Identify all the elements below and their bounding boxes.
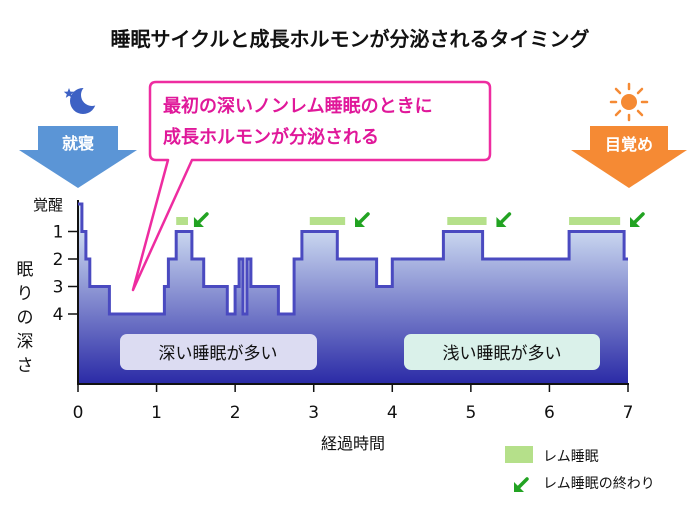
x-ticks: 0 1 2 3 4 5 6 7 [73,384,634,423]
light-sleep-label: 浅い睡眠が多い [443,344,562,364]
deep-sleep-box [120,334,317,370]
light-sleep-box [404,334,600,370]
rem-end-markers [193,212,645,227]
wake-arrow [571,126,687,188]
rem-end-arrow-icon [355,212,370,227]
star-icon [63,88,75,98]
x-tick-label: 1 [151,403,162,423]
x-tick-label: 6 [544,403,555,423]
chart-title: 睡眠サイクルと成長ホルモンが分泌されるタイミング [111,27,590,51]
x-tick-label: 5 [465,403,476,423]
rem-bar [309,217,346,225]
x-tick-label: 4 [387,403,398,423]
x-tick-label: 2 [230,403,241,423]
sleep-label: 就寝 [62,134,94,153]
rem-end-arrow-icon [514,477,529,492]
callout-line-2: 成長ホルモンが分泌される [163,126,379,148]
sun-icon [609,82,649,122]
legend-rem-end-arrow-icon [514,477,529,492]
y-axis-label-char: り [17,284,34,304]
y-tick-label: 4 [53,305,64,325]
rem-end-arrow-icon [630,212,645,227]
rem-end-arrow-icon [193,212,209,227]
y-tick-label: 3 [53,278,64,298]
x-tick-label: 3 [308,403,319,423]
deep-sleep-label: 深い睡眠が多い [159,344,278,364]
rem-bar [569,217,621,225]
y-tick-label: 1 [53,223,64,243]
legend-rem-end-label: レム睡眠の終わり [543,476,655,492]
x-tick-label: 0 [73,403,84,423]
y-axis-label-char: 深 [17,332,34,352]
y-ticks: 覚醒 1 2 3 4 [33,196,78,325]
rem-end-arrow-icon [496,212,512,227]
sleep-depth-line [78,202,628,316]
wake-label: 目覚め [605,135,653,154]
x-tick-label: 7 [623,403,634,423]
y-axis-label-char: さ [17,356,34,376]
legend-rem-swatch [505,446,533,463]
callout-line-1: 最初の深いノンレム睡眠のときに [163,95,433,117]
moon-star-icon [63,84,103,114]
rem-bar [176,217,188,225]
rem-bars [176,217,621,225]
sleep-arrow [19,126,137,188]
sleep-marker: 就寝 [19,84,137,188]
y-axis-label-char: 眠 [17,260,34,280]
legend-rem-label: レム睡眠 [543,449,599,465]
legend: レム睡眠 レム睡眠の終わり [505,446,655,492]
y-tick-label: 2 [53,250,64,270]
y-axis-label-char: の [17,308,34,328]
rem-bar [447,217,487,225]
growth-hormone-callout [131,80,492,292]
y-tick-label: 覚醒 [33,196,63,214]
x-axis-label: 経過時間 [321,434,385,453]
wake-marker: 目覚め [571,82,687,188]
